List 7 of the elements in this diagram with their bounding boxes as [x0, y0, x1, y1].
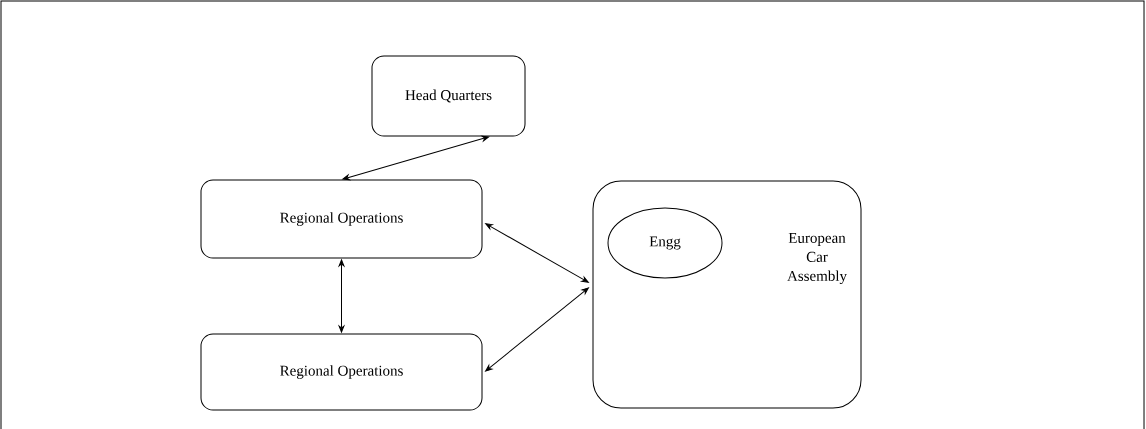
process-box: Regional Operations: [200, 333, 483, 411]
arrow: [485, 223, 589, 283]
arrow: [338, 259, 345, 333]
process-box: Regional Operations: [200, 179, 483, 259]
process-box: Head Quarters: [371, 55, 526, 137]
arrow: [485, 287, 589, 372]
arrow: [342, 135, 490, 181]
